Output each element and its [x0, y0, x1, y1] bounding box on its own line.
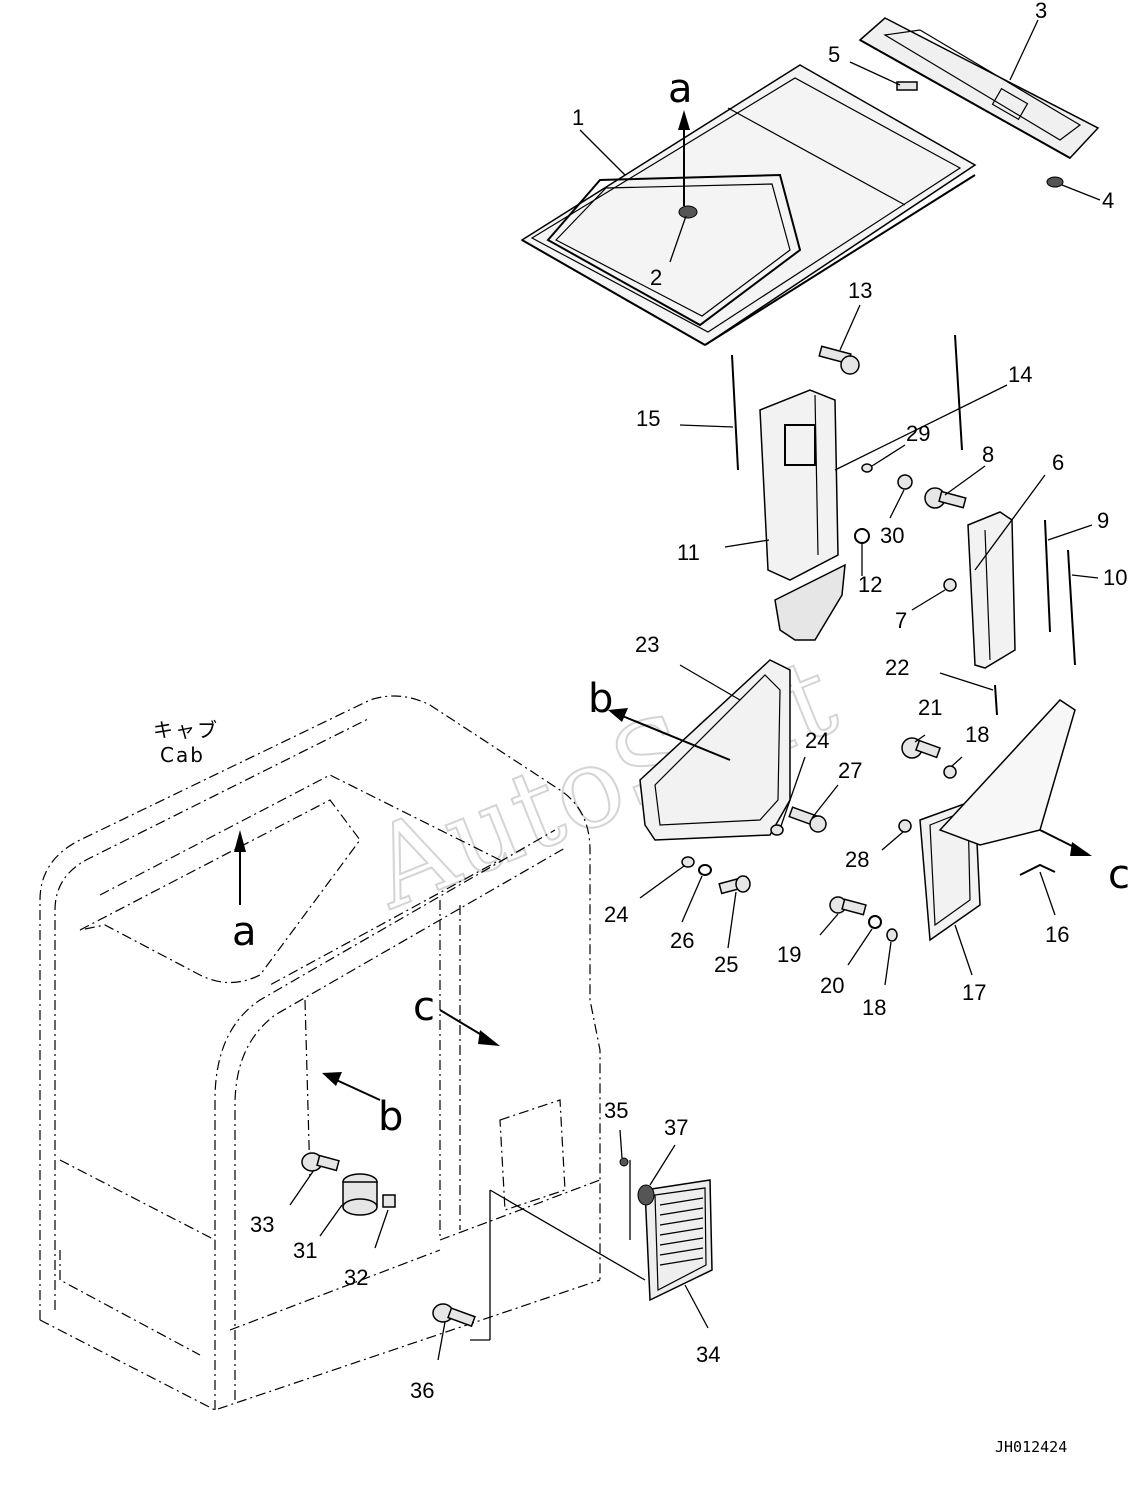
part-nut-18b: [886, 928, 898, 942]
label-part-20: 20: [820, 973, 844, 998]
label-part-7: 7: [895, 608, 907, 633]
label-part-16: 16: [1045, 922, 1069, 947]
part-screw-30: [897, 474, 913, 490]
part-washer-26: [698, 864, 712, 876]
label-part-4: 4: [1102, 188, 1114, 213]
label-part-37: 37: [664, 1115, 688, 1140]
part-strip-15: [731, 354, 739, 471]
label-part-10: 10: [1103, 565, 1127, 590]
part-clip-22: [994, 684, 998, 716]
label-part-1: 1: [572, 105, 584, 130]
cab-frame: [39, 695, 601, 1411]
label-part-25: 25: [714, 952, 738, 977]
part-bolt-36: [432, 1303, 476, 1328]
part-bolt-13: [818, 345, 860, 375]
label-part-22: 22: [885, 655, 909, 680]
view-marker-a-cab: a: [232, 909, 257, 955]
label-part-31: 31: [293, 1238, 317, 1263]
label-part-27: 27: [838, 758, 862, 783]
view-marker-b-panel: b: [588, 676, 613, 722]
label-part-23: 23: [635, 632, 659, 657]
label-part-13: 13: [848, 278, 872, 303]
part-bolt-25: [718, 875, 751, 895]
label-part-11: 11: [677, 540, 700, 565]
label-part-29: 29: [906, 421, 930, 446]
label-part-24b: 24: [604, 902, 628, 927]
view-marker-c-panel: c: [1108, 852, 1130, 898]
part-number-labels: 1 2 3 4 5 6 7 8 9 10 11 12 13 14 15 16 1…: [250, 0, 1127, 1403]
view-markers: a a b b c c: [232, 66, 1130, 1140]
part-bracket-16: [1019, 863, 1056, 876]
label-part-9: 9: [1097, 508, 1109, 533]
part-roof-plug: [678, 205, 698, 219]
part-strip-14: [954, 334, 963, 451]
part-nut-18a: [943, 765, 957, 779]
part-pin-35: [619, 1157, 629, 1167]
part-bolt-8: [924, 487, 967, 509]
part-cap-12: [854, 528, 870, 544]
part-cup-holder-31: [342, 1173, 378, 1216]
part-clip-4: [1046, 176, 1064, 188]
label-part-18a: 18: [965, 722, 989, 747]
label-part-21: 21: [918, 695, 942, 720]
part-side-panel-23: [639, 563, 846, 841]
part-clip-28: [898, 819, 912, 833]
part-washer-24b: [681, 856, 695, 868]
part-clip-32: [382, 1194, 396, 1208]
part-washer-20: [868, 915, 882, 929]
part-strip-9: [1044, 519, 1051, 633]
part-strip-10: [1067, 549, 1076, 666]
leader-lines: [234, 19, 1101, 1361]
label-part-5: 5: [828, 42, 840, 67]
view-marker-a-top: a: [668, 66, 693, 112]
label-part-34: 34: [696, 1342, 720, 1367]
label-part-36: 36: [410, 1378, 434, 1403]
label-part-3: 3: [1035, 0, 1047, 23]
part-top-panel: [858, 17, 1100, 159]
label-part-8: 8: [982, 442, 994, 467]
label-part-2: 2: [650, 265, 662, 290]
part-washer-24a: [770, 824, 784, 836]
drawing-code: JH012424: [995, 1438, 1067, 1456]
part-bolt-27: [788, 806, 827, 833]
part-clip-29: [861, 463, 873, 473]
view-marker-b-cab: b: [378, 1094, 403, 1140]
label-part-15: 15: [636, 406, 660, 431]
part-grille-panel-34: [644, 1179, 713, 1302]
label-part-19: 19: [777, 942, 801, 967]
label-part-12: 12: [858, 572, 882, 597]
label-part-35: 35: [604, 1098, 628, 1123]
label-part-26: 26: [670, 928, 694, 953]
part-bolt-33: [301, 1152, 340, 1172]
part-clip-5: [896, 81, 918, 91]
part-fastener-37: [637, 1184, 655, 1206]
label-part-30: 30: [880, 523, 904, 548]
part-clip-7: [943, 578, 957, 592]
cab-label-jp: キャブ: [153, 718, 219, 742]
part-bolt-19: [829, 896, 867, 916]
part-bolt-21: [901, 737, 942, 759]
view-marker-c-cab: c: [413, 984, 435, 1030]
label-part-24a: 24: [805, 728, 829, 753]
part-lower-panel-17: [919, 699, 1076, 942]
label-part-28: 28: [845, 847, 869, 872]
label-part-14: 14: [1008, 362, 1032, 387]
part-pillar-cover-11: [759, 389, 839, 581]
cab-label-en: Cab: [160, 743, 205, 767]
label-part-32: 32: [344, 1265, 368, 1290]
label-part-18b: 18: [862, 995, 886, 1020]
label-part-17: 17: [962, 980, 986, 1005]
label-part-33: 33: [250, 1212, 274, 1237]
label-part-6: 6: [1052, 450, 1064, 475]
part-pillar-cover-6: [967, 511, 1016, 669]
part-roof-panel: [520, 64, 977, 346]
